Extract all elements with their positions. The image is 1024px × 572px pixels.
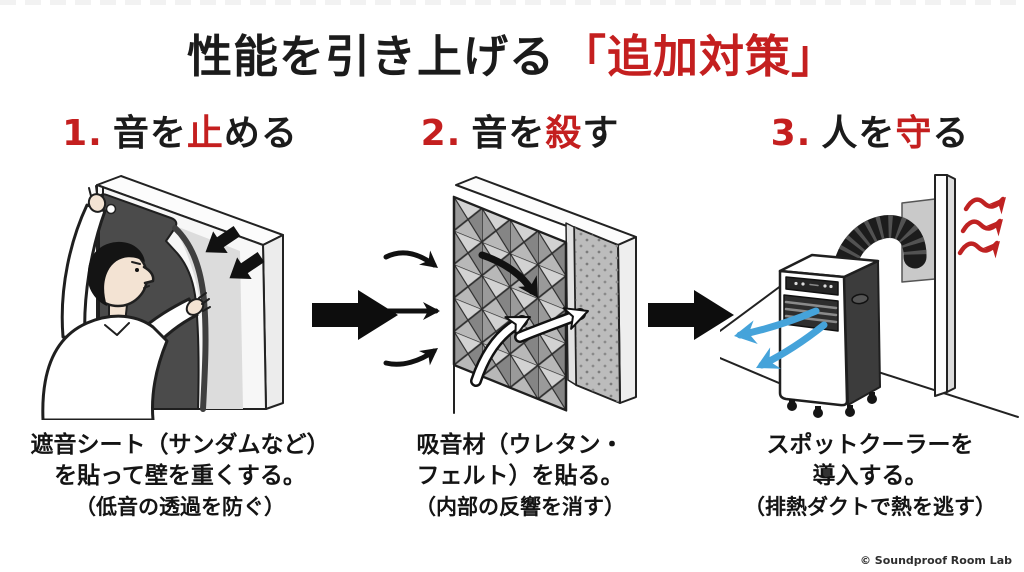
person-nose [142,265,155,285]
press-arrow-icon [229,252,265,279]
step-1-number: 1. [62,113,103,154]
dissipating-sound-arrow-icon [470,315,531,387]
middle-layer [565,222,577,386]
person-collar [104,322,130,336]
caption-line: 吸音材（ウレタン・ [416,432,624,458]
cool-air-arrow-icon [734,307,828,369]
spot-cooler-unit [778,253,881,418]
sheet-on-wall-graphic [41,175,284,422]
right-arrow-icon [312,288,400,342]
step-2-heading-post: す [582,113,620,154]
caption-line: を貼って壁を重くする。 [54,463,306,489]
sheet-grommet-hole [105,203,117,215]
caption-note: （低音の透過を防ぐ） [75,495,285,519]
sheet-curl-edge [172,225,209,412]
heat-exhaust-arrows [960,192,1012,259]
acoustic-foam-graphic [383,176,637,414]
step-3-heading-post: る [932,113,970,154]
spot-cooler-graphic [719,174,1019,418]
step-2-number: 2. [420,113,462,154]
step-2-heading-pre: 音を [471,113,546,154]
step-1-caption: 遮音シート（サンダムなど） を貼って壁を重くする。 （低音の透過を防ぐ） [20,430,340,523]
press-arrow-icon [205,226,241,253]
illustration-sound-insulation-sheet [20,165,340,422]
step-3-heading-accent: 守 [895,113,933,154]
step-3-heading: 3.人を守る [720,109,1020,159]
absorbed-sound-arrow-icon [478,251,538,298]
exhaust-duct [832,215,927,285]
step-2-caption: 吸音材（ウレタン・フェルト）を貼る。 （内部の反響を消す） [380,430,660,523]
step-3-caption: スポットクーラーを導入する。 （排熱ダクトで熱を逃す） [720,430,1020,523]
step-1-heading-post: める [223,113,298,154]
person-eye [135,268,139,272]
top-edge-artifact [0,0,1024,5]
caption-line: 導入する。 [812,463,928,489]
arrowheads [419,250,440,366]
person-figure [41,185,211,422]
wall-strip [934,174,956,397]
person-right-hand [185,292,211,316]
backing-wall-panel [455,176,637,404]
title-highlight-text: 「追加対策」 [561,30,838,83]
step-column-2: 2.音を殺す [380,101,660,523]
caption-line: フェルト）を貼る。 [416,463,624,489]
step-column-3: 3.人を守る [719,101,1020,523]
person-hair [87,241,145,306]
side-handle [851,293,869,305]
caption-line: スポットクーラーを [766,432,974,458]
step-column-1: 1.音を止める [20,101,340,523]
right-arrow-icon [648,288,736,342]
person-left-arm [60,203,107,341]
step-3-heading-pre: 人を [821,113,896,154]
dissipating-sound-arrow-icon [514,307,589,343]
person-eyebrow [131,261,141,265]
caption-note: （内部の反響を消す） [415,495,625,519]
person-torso [41,314,169,422]
credit-watermark: © Soundproof Room Lab [859,554,1012,567]
step-3-number: 3. [770,113,812,154]
step-2-heading: 2.音を殺す [380,109,660,159]
person-mouth [143,285,150,289]
page-title: 性能を引き上げる「追加対策」 [0,27,1024,87]
caption-note: （排熱ダクトで熱を逃す） [744,495,996,519]
felt-layer [573,226,621,404]
step-1-heading-pre: 音を [112,113,187,154]
step-1-heading-accent: 止 [186,113,224,154]
illustration-spot-cooler [719,165,1020,420]
step-2-heading-accent: 殺 [545,113,583,154]
illustration-acoustic-foam [380,165,660,420]
control-panel [785,276,839,296]
caster-wheels [787,392,877,418]
person-left-hand [87,185,107,213]
steps-row: 1.音を止める [0,101,1024,523]
title-main-text: 性能を引き上げる [186,30,555,83]
step-1-heading: 1.音を止める [20,109,340,159]
unit-back-side [843,260,881,406]
caption-line: 遮音シート（サンダムなど） [30,432,330,458]
